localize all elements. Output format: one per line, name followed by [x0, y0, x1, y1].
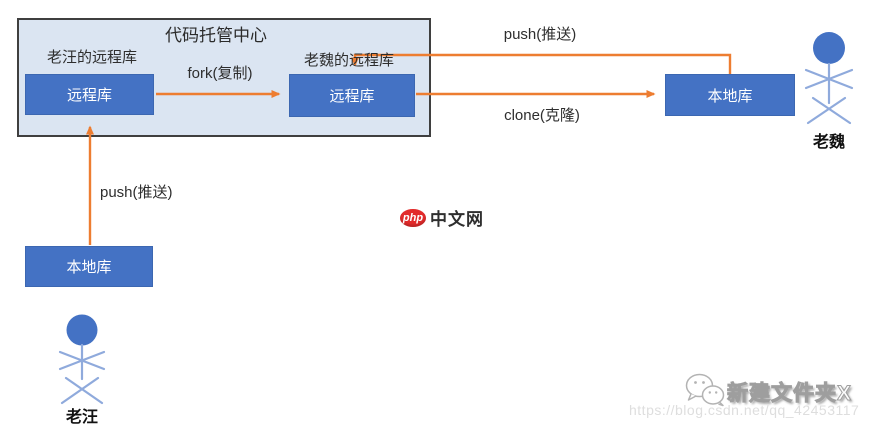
wei-remote-repo-text: 远程库	[329, 88, 375, 105]
csdn-url-watermark: https://blog.csdn.net/qq_42453117	[629, 402, 860, 418]
wang-local-repo-text: 本地库	[66, 259, 112, 276]
laowang-name-label: 老汪	[65, 409, 99, 426]
push-arrow-wei	[351, 53, 732, 74]
wang-remote-repo-box: 远程库	[25, 74, 154, 115]
push-arrow-wang-label: push(推送)	[100, 184, 173, 201]
laowang-stick-figure	[58, 314, 106, 405]
laowang-head	[66, 314, 98, 346]
laowei-stick-figure	[804, 32, 854, 125]
csdn-author-watermark: 新建文件夹X	[726, 382, 853, 406]
wechat-icon	[685, 373, 725, 407]
php-site-name: 中文网	[430, 210, 484, 229]
wang-remote-repo-text: 远程库	[66, 87, 112, 104]
php-cn-logo: php 中文网	[400, 205, 484, 230]
wei-local-repo-box: 本地库	[665, 74, 795, 116]
wei-remote-section-label: 老魏的远程库	[303, 52, 395, 69]
php-logo-icon: php	[400, 208, 426, 227]
hosting-center-title: 代码托管中心	[165, 26, 267, 45]
fork-arrow-label: fork(复制)	[187, 65, 253, 82]
wei-remote-repo-box: 远程库	[289, 74, 415, 117]
clone-arrow-label: clone(克隆)	[504, 107, 580, 124]
laowei-head	[813, 32, 845, 64]
laowei-name-label: 老魏	[812, 134, 846, 151]
wang-local-repo-box: 本地库	[25, 246, 153, 287]
wang-remote-section-label: 老汪的远程库	[46, 49, 138, 66]
push-arrow-wei-label: push(推送)	[503, 26, 577, 43]
wei-local-repo-text: 本地库	[707, 87, 753, 105]
